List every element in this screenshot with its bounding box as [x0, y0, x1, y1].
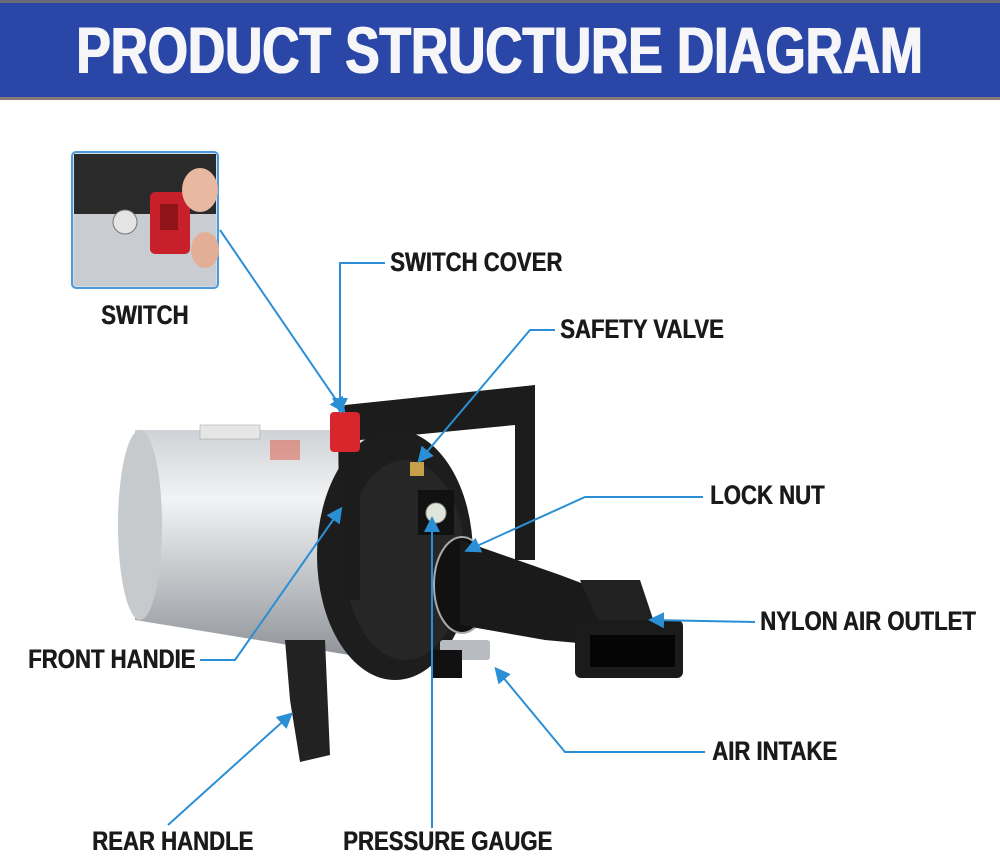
switch-closeup-photo: [71, 151, 219, 289]
leader-front-handle: [200, 506, 343, 661]
label-air-intake: AIR INTAKE: [712, 736, 838, 766]
label-switch: SWITCH: [101, 300, 189, 330]
title-banner: PRODUCT STRUCTURE DIAGRAM: [0, 0, 1000, 100]
label-switch-cover: SWITCH COVER: [390, 247, 563, 277]
leader-rear-handle: [167, 712, 293, 826]
leader-switch-cover: [332, 262, 385, 414]
leader-lock-nut: [464, 496, 703, 553]
leader-nylon-air-outlet: [648, 612, 756, 629]
label-safety-valve: SAFETY VALVE: [560, 314, 724, 344]
switch-cover-red: [330, 412, 360, 452]
label-lock-nut: LOCK NUT: [710, 480, 825, 510]
label-nylon-air-outlet: NYLON AIR OUTLET: [760, 606, 976, 636]
label-front-handle: FRONT HANDIE: [28, 644, 196, 674]
label-pressure-gauge: PRESSURE GAUGE: [343, 826, 553, 856]
blower-body: [118, 385, 683, 762]
leader-air-intake: [494, 666, 705, 753]
page-title: PRODUCT STRUCTURE DIAGRAM: [76, 13, 924, 87]
leader-safety-valve: [417, 329, 555, 464]
label-rear-handle: REAR HANDLE: [92, 826, 254, 856]
leader-switch: [219, 229, 346, 414]
